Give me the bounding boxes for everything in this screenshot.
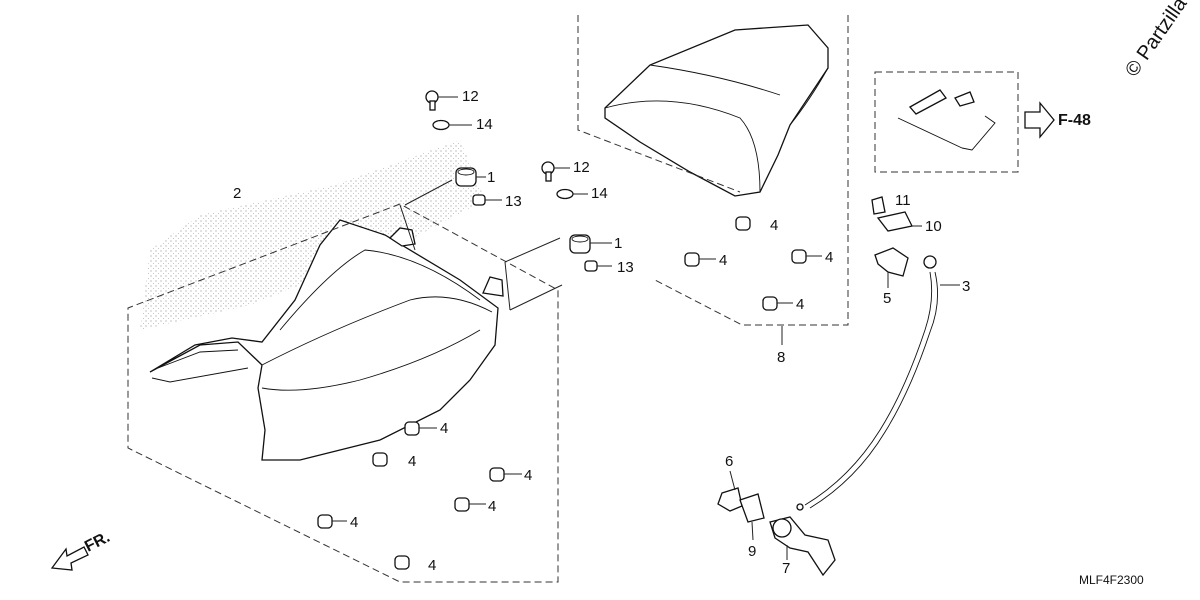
diagram-code: MLF4F2300 [1079,573,1144,587]
lock-holder [739,493,765,523]
callout-8: 8 [777,349,785,366]
cushion [404,421,420,436]
cushion [317,514,333,529]
callout-4: 4 [488,498,496,515]
cushion [394,555,410,570]
callout-4: 4 [524,467,532,484]
callout-10: 10 [925,218,942,235]
rider-seat-group-outline [127,203,559,583]
callout-9: 9 [748,543,756,560]
callout-12: 12 [462,88,479,105]
passenger-seat-cowl [604,24,829,197]
direction-label: FR. [82,529,113,556]
leader-lines [332,96,960,560]
callout-4: 4 [825,249,833,266]
callout-12: 12 [573,159,590,176]
collar [584,260,598,272]
front-direction-arrow-icon [50,546,89,571]
collar [472,194,486,206]
callout-6: 6 [725,453,733,470]
callout-4: 4 [770,217,778,234]
callout-2: 2 [233,185,241,202]
reference-label: F-48 [1058,112,1091,129]
callout-13: 13 [617,259,634,276]
cushion [489,467,505,482]
callout-4: 4 [408,453,416,470]
tool-kit [874,71,1019,173]
washer [556,188,574,200]
cushion [454,497,470,512]
callout-3: 3 [962,278,970,295]
reference-arrow-icon [1024,101,1055,139]
cushion [372,452,388,467]
seat-catch [874,247,909,277]
cushion [684,252,700,267]
grommet [569,234,591,254]
callout-13: 13 [505,193,522,210]
callout-4: 4 [719,252,727,269]
callout-1: 1 [487,169,495,186]
cushion [791,249,807,264]
callout-11: 11 [895,192,911,209]
callout-4: 4 [796,296,804,313]
callout-4: 4 [350,514,358,531]
callout-4: 4 [428,557,436,574]
key-cylinder [769,516,836,577]
callout-14: 14 [591,185,608,202]
washer [432,119,450,131]
callout-5: 5 [883,290,891,307]
watermark: © Partzilla [1121,0,1192,81]
seat-lock-cable [796,255,939,511]
callout-7: 7 [782,560,790,577]
cushion [735,216,751,231]
seat-cowl-group-outline [577,15,849,326]
callout-14: 14 [476,116,493,133]
bolt [541,161,555,182]
callout-1: 1 [614,235,622,252]
cushion [762,296,778,311]
callout-4: 4 [440,420,448,437]
grommet [455,167,477,187]
rider-seat [140,140,504,461]
bolt [425,90,439,111]
lock-spring [717,487,743,512]
